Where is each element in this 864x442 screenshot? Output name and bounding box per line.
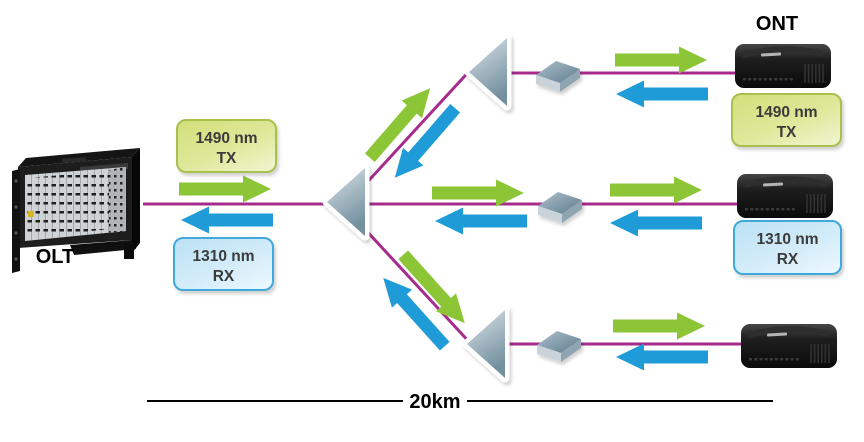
splitter-main <box>327 168 365 236</box>
downstream-arrow <box>613 312 705 340</box>
wdm-filter-top <box>536 61 580 92</box>
ont-device-bottom <box>740 323 838 369</box>
wdm-filter-bottom <box>537 331 581 362</box>
tx-wavelength-box-right: 1490 nm TX <box>731 93 842 147</box>
fiber-branch-top-diagonal <box>358 64 476 192</box>
rx-wavelength-text: 1310 nm <box>756 231 818 248</box>
traffic-arrows <box>179 46 708 371</box>
wdm-filter-middle <box>538 192 582 223</box>
ont-device-middle <box>736 173 834 219</box>
splitter-bottom <box>467 310 505 378</box>
tx-mode-text: TX <box>777 124 797 141</box>
tx-wavelength-text: 1490 nm <box>755 104 817 121</box>
ont-label: ONT <box>756 13 798 35</box>
rx-wavelength-text: 1310 nm <box>192 248 254 265</box>
tx-wavelength-text: 1490 nm <box>195 130 257 147</box>
upstream-arrow <box>616 80 708 108</box>
rx-wavelength-box-right: 1310 nm RX <box>733 220 842 275</box>
splitter-top <box>469 38 507 106</box>
rx-mode-text: RX <box>213 268 235 285</box>
downstream-arrow <box>432 179 524 207</box>
tx-mode-text: TX <box>217 150 237 167</box>
upstream-arrow <box>181 206 273 234</box>
downstream-arrow <box>359 79 441 167</box>
olt-sticker <box>28 211 34 217</box>
tx-wavelength-box-left: 1490 nm TX <box>176 119 277 173</box>
rx-mode-text: RX <box>777 251 799 268</box>
wdm-filters <box>536 61 582 362</box>
upstream-arrow <box>435 207 527 235</box>
distance-marker: 20km <box>147 391 773 413</box>
ont-device-top <box>734 43 832 89</box>
downstream-arrow <box>610 176 702 204</box>
upstream-arrow <box>384 99 466 187</box>
fiber-branch-bottom-diagonal <box>360 224 474 347</box>
optical-splitters <box>327 38 507 378</box>
distance-label: 20km <box>409 391 460 413</box>
olt-device <box>12 148 140 273</box>
olt-label: OLT <box>36 246 75 268</box>
upstream-arrow <box>610 209 702 237</box>
upstream-arrow <box>616 343 708 371</box>
rx-wavelength-box-left: 1310 nm RX <box>173 237 274 291</box>
downstream-arrow <box>615 46 707 74</box>
downstream-arrow <box>179 175 271 203</box>
